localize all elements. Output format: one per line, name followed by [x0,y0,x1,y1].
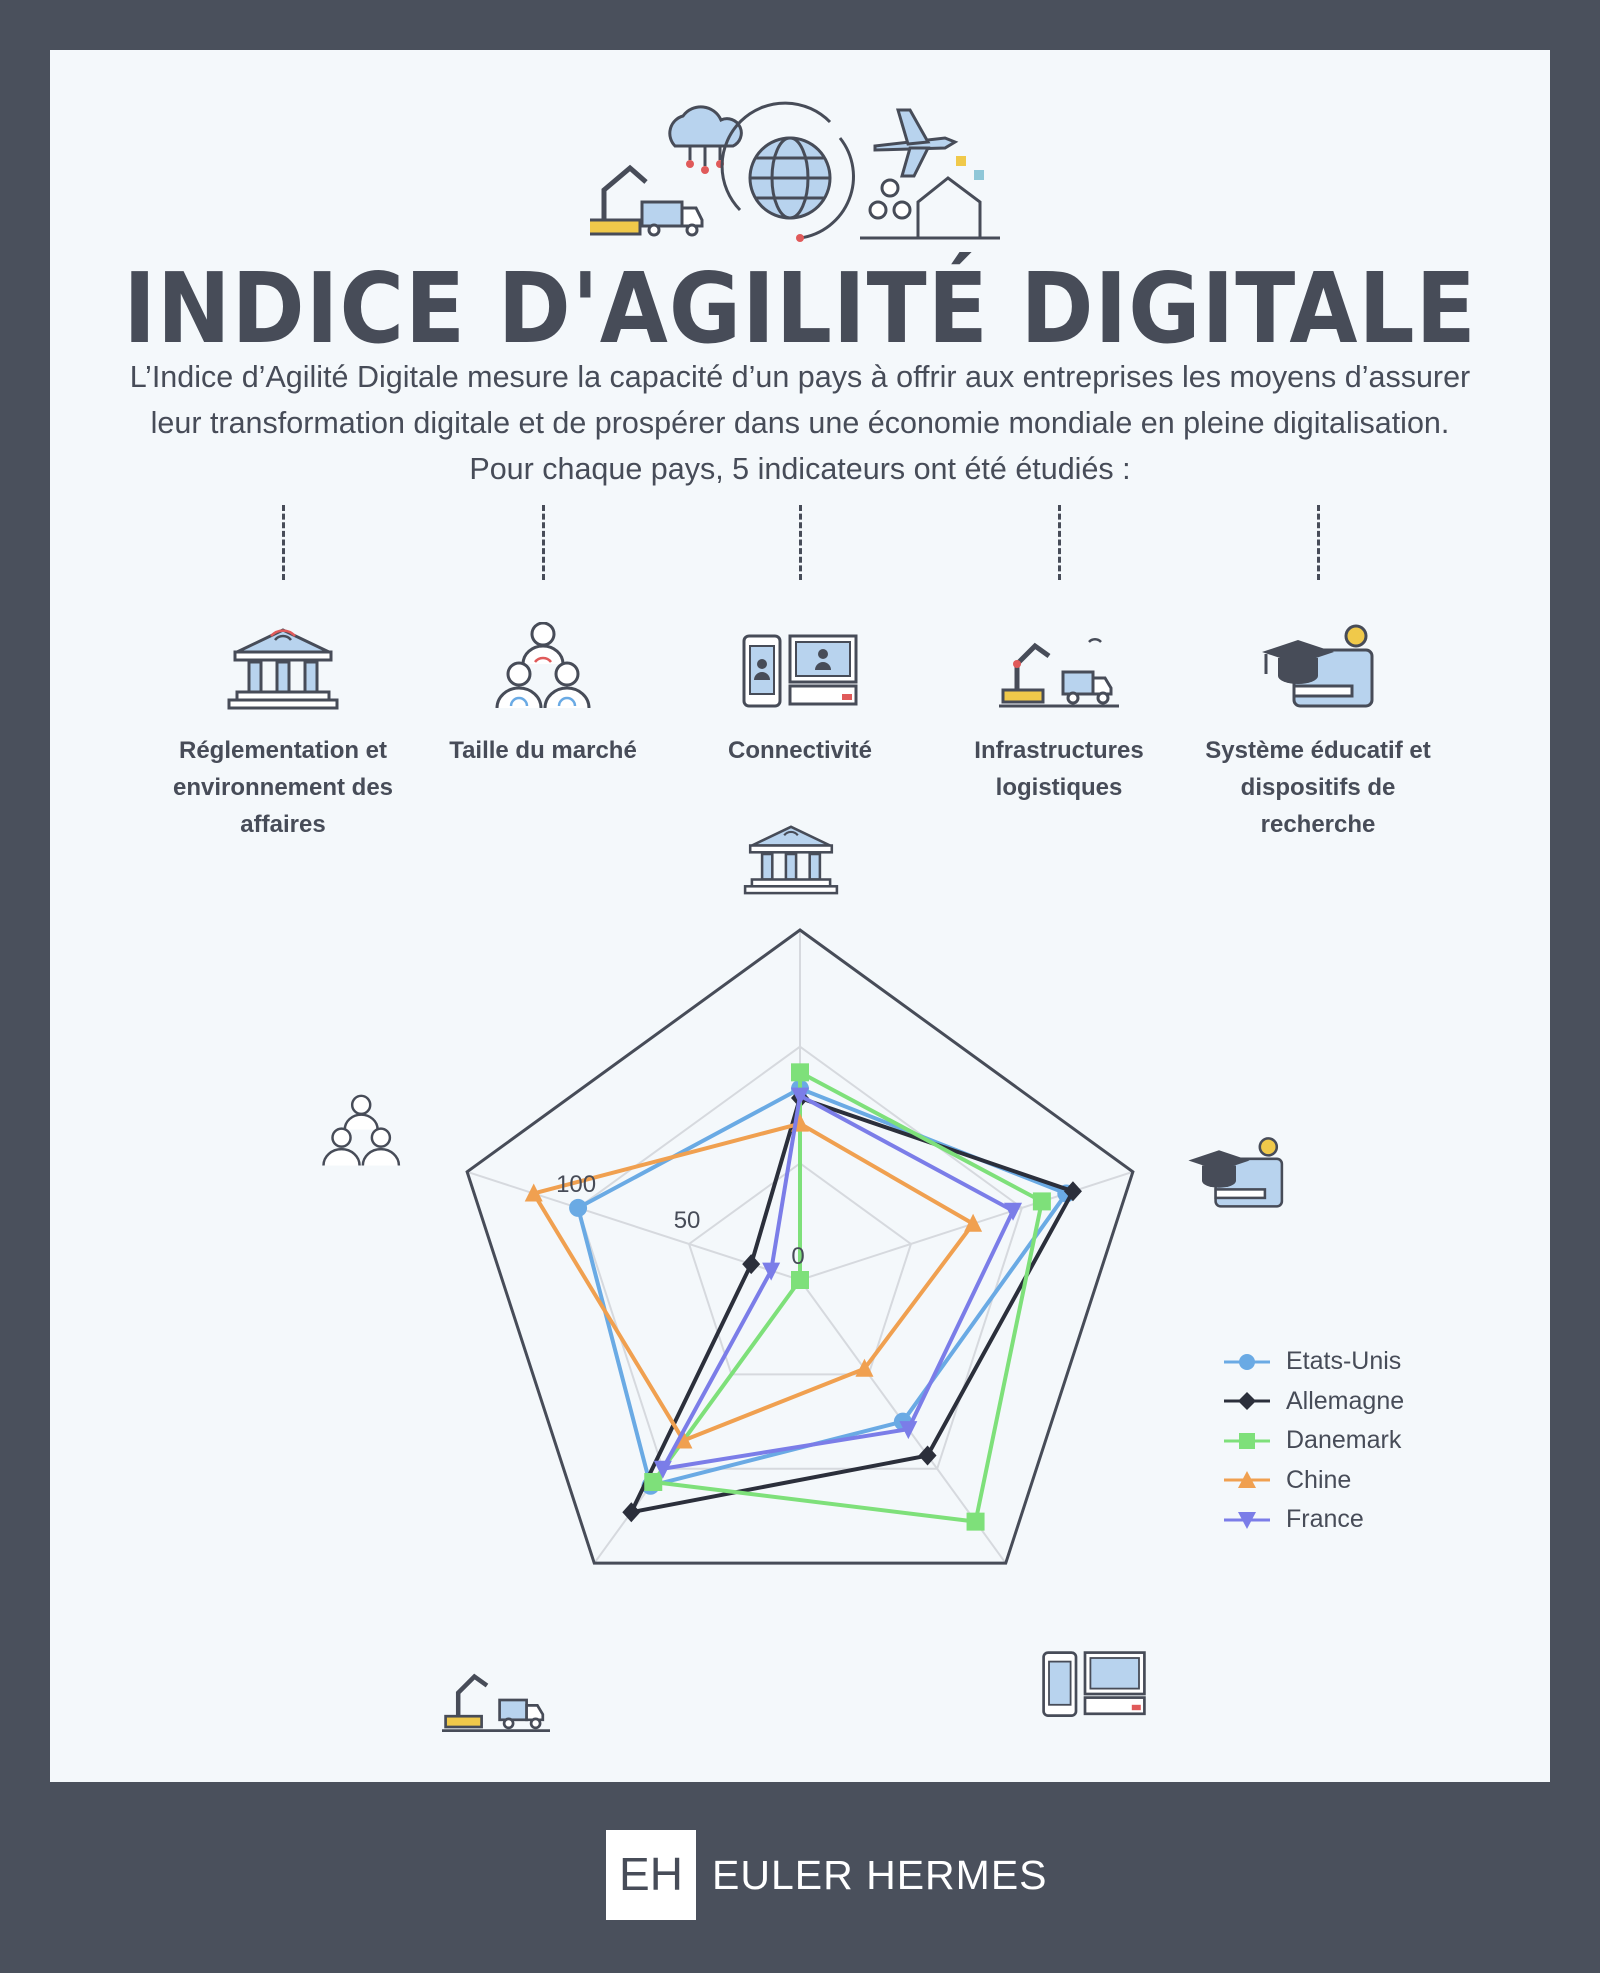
data-point[interactable] [622,1502,641,1523]
series-france [653,1087,1023,1479]
radar-series [524,1063,1082,1531]
legend-marker-triangle-up [1224,1471,1270,1489]
grid-ring [687,1162,913,1376]
axis-spoke [799,1170,1134,1281]
series-line [651,1070,1044,1524]
legend-item-allemagne[interactable]: Allemagne [1222,1382,1404,1422]
indicator-connectivity: Connectivité [675,505,925,769]
legend-marker-diamond [1224,1392,1270,1411]
data-point[interactable] [742,1254,761,1275]
data-point[interactable] [524,1183,543,1202]
bank-building-icon [743,825,839,895]
data-point[interactable] [569,1198,588,1217]
grid-ring [576,1045,1024,1470]
data-point[interactable] [644,1472,663,1491]
data-point[interactable] [791,1063,809,1082]
intro-text: L’Indice d’Agilité Digitale mesure la ca… [129,360,1471,486]
legend-label: Chine [1286,1465,1352,1494]
data-point[interactable] [966,1512,985,1531]
legend-label: France [1286,1505,1364,1534]
legend-label: Danemark [1286,1426,1402,1455]
graduation-cap-icon [1188,1137,1284,1208]
people-network-icon [495,622,591,709]
dashed-connector [1316,505,1320,580]
legend-marker-circle [1224,1353,1270,1370]
data-point[interactable] [1063,1181,1082,1202]
dashed-connector [281,505,285,580]
graduation-cap-icon [1262,624,1374,708]
indicator-education: Système éducatif et dispositifs de reche… [1193,505,1443,843]
legend-item-chine[interactable]: Chine [1222,1461,1404,1501]
data-point[interactable] [791,1271,809,1289]
data-point[interactable] [653,1460,672,1479]
content-panel [50,50,1550,1782]
legend-item-etats-unis[interactable]: Etats-Unis [1222,1342,1404,1382]
devices-icon [1042,1651,1146,1717]
data-point[interactable] [855,1358,874,1377]
devices-icon [742,634,858,708]
data-point[interactable] [1032,1192,1051,1211]
indicator-regulation: Réglementation et environnement des affa… [158,505,408,843]
robot-arm-truck-icon [442,1673,551,1732]
brand-logo: EH [606,1830,696,1920]
brand-name: EULER HERMES [712,1852,1048,1898]
page-title: INDICE D'AGILITÉ DIGITALE [123,252,1477,366]
series-line [531,1121,976,1443]
tick-label: 50 [674,1207,701,1234]
dashed-connector [798,505,802,580]
series-line [660,1093,1016,1471]
bank-building-icon [227,628,339,710]
indicator-label: Réglementation et environnement des affa… [172,737,394,838]
data-point[interactable] [964,1213,983,1232]
data-point[interactable] [791,1087,809,1106]
indicator-label: Système éducatif et dispositifs de reche… [1205,737,1431,838]
series-chine [524,1113,983,1449]
legend-item-france[interactable]: France [1222,1500,1404,1540]
series-etats-unis [569,1079,1076,1495]
legend-label: Allemagne [1286,1386,1405,1415]
dashed-connector [1057,505,1061,580]
robot-arm-truck-icon [999,638,1119,708]
data-point[interactable] [918,1445,937,1466]
indicator-label: Taille du marché [449,737,637,764]
series-line [629,1096,1075,1515]
legend-marker-square [1224,1432,1270,1449]
series-line [576,1086,1069,1488]
indicator-label: Connectivité [727,737,873,764]
dashed-connector [541,505,545,580]
data-point[interactable] [674,1430,693,1449]
indicator-logistics: Infrastructures logistiques [934,505,1184,806]
data-point[interactable] [762,1262,781,1281]
series-danemark [644,1063,1051,1531]
tick-label: 100 [556,1171,596,1198]
chart-legend: Etats-Unis Allemagne Danemark Chine Fran… [1222,1342,1404,1540]
legend-label: Etats-Unis [1286,1347,1402,1376]
people-network-icon [322,1094,401,1166]
legend-marker-triangle-down [1224,1511,1270,1529]
legend-item-danemark[interactable]: Danemark [1222,1421,1404,1461]
data-point[interactable] [899,1421,918,1440]
data-point[interactable] [1004,1202,1023,1221]
indicator-market-size: Taille du marché [418,505,668,769]
tick-label: 0 [791,1243,804,1270]
indicator-label: Infrastructures logistiques [974,737,1144,801]
digital-economy-illustration-icon [590,101,1000,242]
radar-tick-labels: 0 50 100 [556,1171,805,1270]
brand-logo-text: EH [619,1848,683,1900]
outer-frame [465,928,1135,1565]
